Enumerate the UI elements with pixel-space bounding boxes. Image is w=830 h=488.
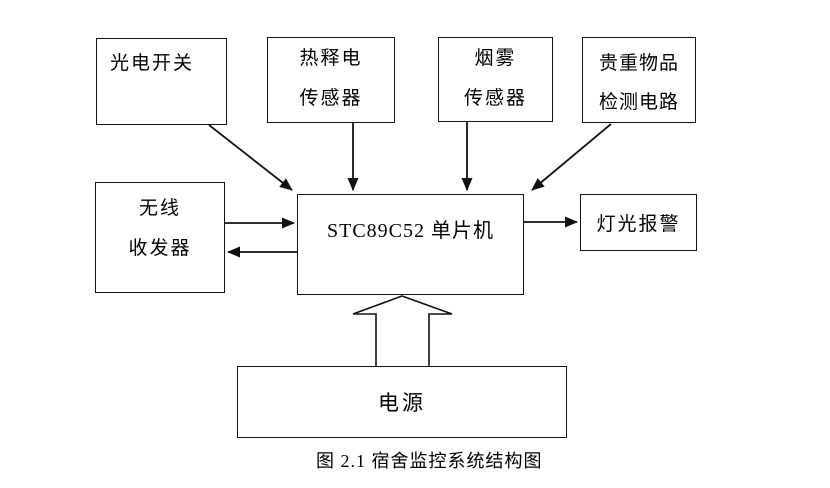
block-light-alarm: 灯光报警 bbox=[580, 194, 697, 251]
block-label-line1: 贵重物品 bbox=[598, 53, 679, 74]
block-label: 电源 bbox=[378, 391, 426, 415]
block-label: STC89C52 单片机 bbox=[326, 220, 495, 242]
block-label-line1: 无线 bbox=[138, 198, 181, 219]
figure-caption: 图 2.1 宿舍监控系统结构图 bbox=[316, 451, 543, 471]
power-block-arrow bbox=[352, 295, 453, 369]
block-label-line2: 收发器 bbox=[128, 238, 192, 259]
block-label-line1: 烟雾 bbox=[474, 48, 517, 69]
arrow-photoelectric-to-mcu bbox=[208, 124, 293, 191]
block-power-supply: 电源 bbox=[237, 366, 567, 438]
block-label-line2: 传感器 bbox=[463, 88, 527, 109]
block-smoke-sensor: 烟雾 传感器 bbox=[438, 37, 553, 122]
block-mcu-stc89c52: STC89C52 单片机 bbox=[297, 194, 524, 295]
block-label-line2: 传感器 bbox=[299, 88, 363, 109]
block-label: 光电开关 bbox=[110, 53, 195, 74]
block-wireless-transceiver: 无线 收发器 bbox=[95, 182, 225, 293]
block-photoelectric-switch: 光电开关 bbox=[96, 38, 227, 125]
block-pyroelectric-sensor: 热释电 传感器 bbox=[267, 37, 395, 123]
block-label-line1: 热释电 bbox=[299, 48, 363, 69]
arrow-valuables-to-mcu bbox=[531, 123, 612, 191]
block-label: 灯光报警 bbox=[596, 214, 681, 235]
block-label-line2: 检测电路 bbox=[598, 92, 679, 113]
block-valuables-detection: 贵重物品 检测电路 bbox=[582, 37, 696, 123]
